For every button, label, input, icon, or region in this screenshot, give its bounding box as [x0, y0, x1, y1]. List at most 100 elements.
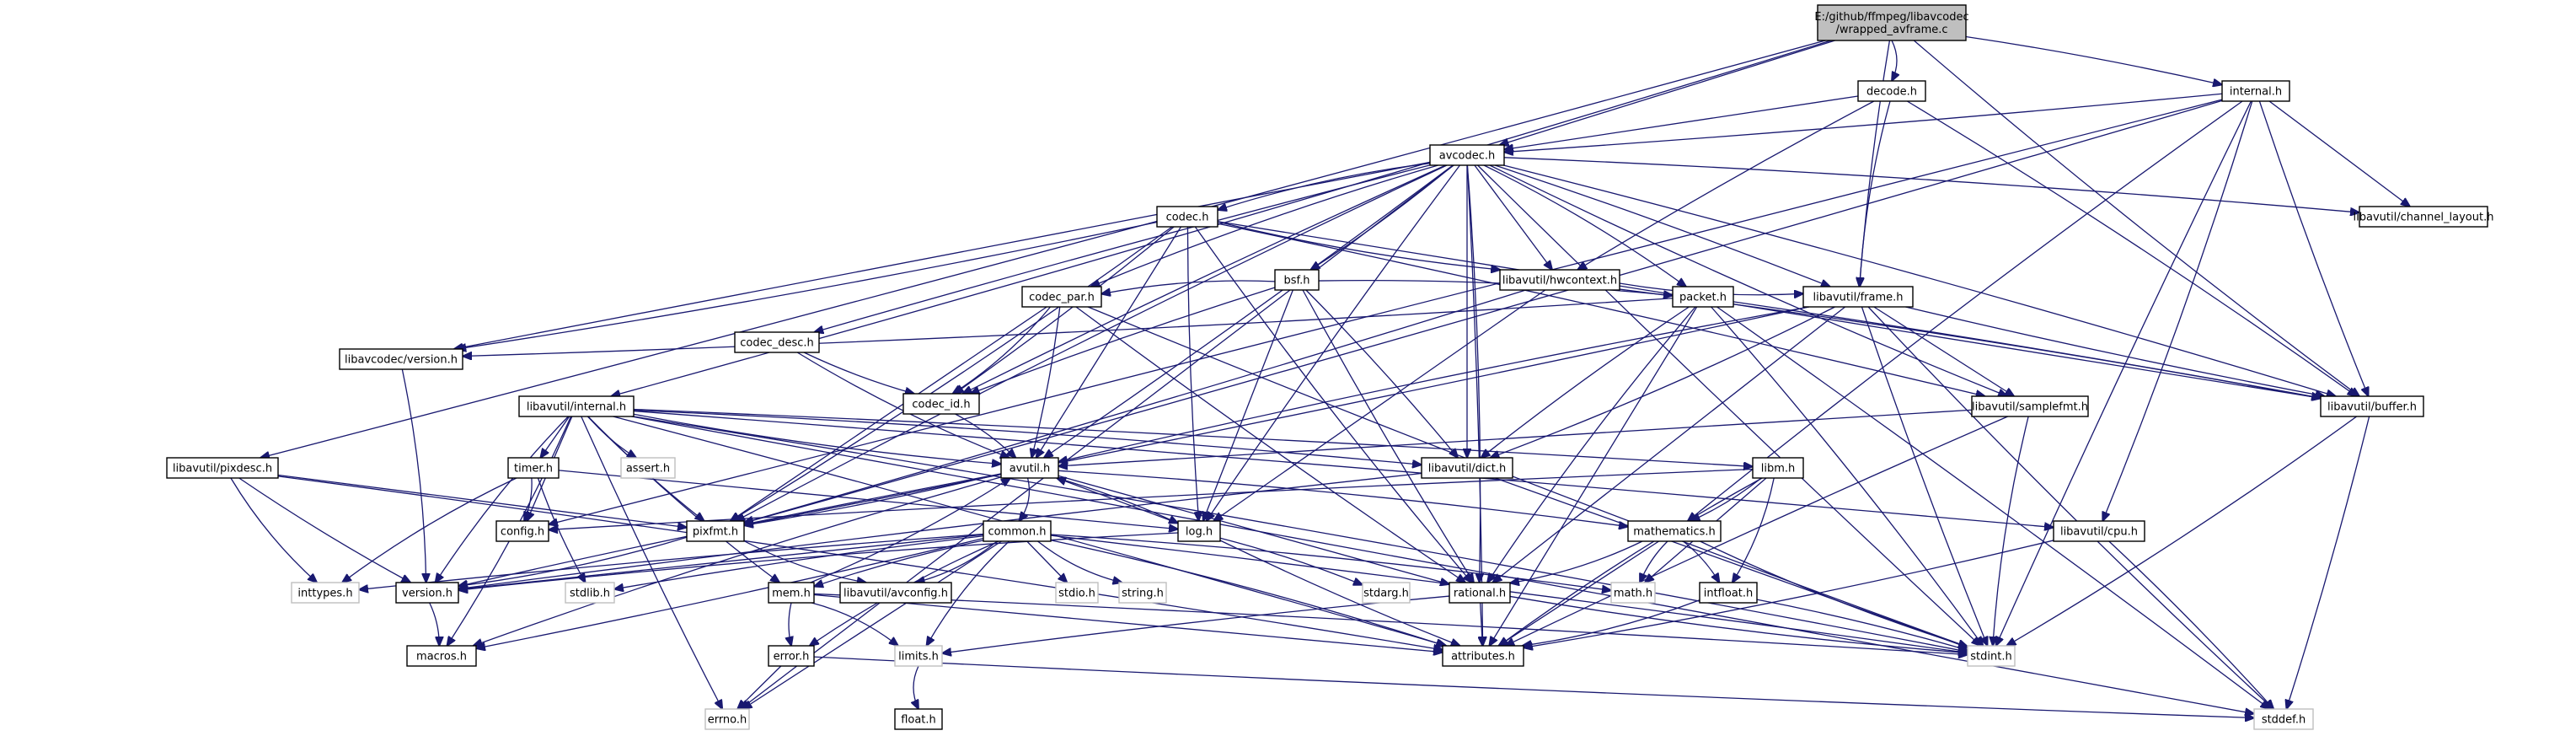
node-math: math.h — [1610, 582, 1656, 604]
edge-common-to-string — [1037, 540, 1122, 583]
node-box — [1055, 582, 1099, 604]
edge-line — [1481, 306, 1690, 458]
node-box — [686, 520, 745, 542]
node-chlayout[interactable]: libavutil/channel_layout.h — [2354, 206, 2494, 228]
edge-line — [1913, 40, 2359, 396]
node-box — [894, 645, 943, 667]
node-intfloat[interactable]: intfloat.h — [1699, 582, 1758, 604]
node-box — [1610, 582, 1656, 604]
edge-libint-to-assert — [587, 416, 636, 458]
node-cpu[interactable]: libavutil/cpu.h — [2053, 520, 2145, 542]
edge-buffer-to-stddef — [2286, 416, 2370, 709]
edge-line — [633, 413, 1001, 464]
edge-packet-to-stdint — [1711, 306, 1984, 646]
edge-line — [1026, 540, 1068, 583]
edge-avcodec-to-stdint — [1477, 164, 1981, 646]
node-avcodec[interactable]: avcodec.h — [1429, 144, 1505, 166]
node-hwcontext[interactable]: libavutil/hwcontext.h — [1499, 269, 1620, 291]
node-mathematics[interactable]: mathematics.h — [1627, 520, 1722, 542]
node-codec_par[interactable]: codec_par.h — [1021, 286, 1102, 308]
edge-line — [814, 164, 1431, 332]
edge-codec-to-avutil — [1036, 226, 1182, 458]
node-libint[interactable]: libavutil/internal.h — [518, 395, 635, 417]
edge-mathematics-to-attributes — [1498, 540, 1659, 646]
node-samplefmt[interactable]: libavutil/samplefmt.h — [1971, 395, 2089, 417]
node-avutil[interactable]: avutil.h — [1000, 457, 1059, 479]
node-internal[interactable]: internal.h — [2221, 80, 2290, 102]
edge-decode-to-hwcontext — [1577, 100, 1875, 270]
node-libm[interactable]: libm.h — [1752, 457, 1804, 479]
node-floath[interactable]: float.h — [894, 708, 943, 730]
node-macros[interactable]: macros.h — [406, 645, 477, 667]
node-codec[interactable]: codec.h — [1156, 206, 1218, 228]
edge-avcodec-to-rational — [1466, 164, 1480, 583]
node-label: log.h — [1186, 526, 1213, 539]
node-common[interactable]: common.h — [983, 520, 1052, 542]
edge-bsf-to-codec_par — [1101, 280, 1276, 294]
edge-pixdesc-to-inttypes — [230, 477, 317, 583]
node-avconfig[interactable]: libavutil/avconfig.h — [839, 582, 952, 604]
edge-line — [1510, 540, 1643, 583]
edge-log-to-version2 — [458, 532, 1179, 590]
node-label: intfloat.h — [1704, 588, 1754, 600]
node-label: rational.h — [1454, 588, 1506, 600]
node-box — [1857, 80, 1926, 102]
edge-line — [458, 472, 1422, 588]
node-dict[interactable]: libavutil/dict.h — [1421, 457, 1513, 479]
node-mem[interactable]: mem.h — [768, 582, 815, 604]
edge-avcodec-to-avutil — [1044, 164, 1454, 458]
node-bsf[interactable]: bsf.h — [1274, 269, 1320, 291]
node-config[interactable]: config.h — [495, 520, 549, 542]
edge-line — [1057, 478, 1179, 524]
node-attributes[interactable]: attributes.h — [1442, 645, 1524, 667]
edge-avcodec-to-version — [454, 161, 1431, 349]
node-frame[interactable]: libavutil/frame.h — [1802, 286, 1914, 308]
node-box — [1752, 457, 1804, 479]
edge-timer-to-stdlib — [537, 477, 585, 583]
node-packet[interactable]: packet.h — [1672, 286, 1734, 308]
node-label: /wrapped_avframe.c — [1835, 24, 1947, 36]
node-pixdesc[interactable]: libavutil/pixdesc.h — [166, 457, 279, 479]
node-rational[interactable]: rational.h — [1449, 582, 1511, 604]
node-errno: errno.h — [704, 708, 750, 730]
edge-line — [1492, 306, 1846, 583]
edge-line — [524, 477, 533, 521]
edge-line — [549, 99, 2223, 524]
node-log[interactable]: log.h — [1177, 520, 1221, 542]
edge-line — [537, 477, 585, 583]
edge-line — [1058, 475, 1449, 584]
node-box — [983, 520, 1052, 542]
node-label: assert.h — [626, 463, 670, 475]
node-version[interactable]: libavcodec/version.h — [339, 348, 463, 370]
node-box — [1971, 395, 2089, 417]
node-label: libavutil/internal.h — [527, 401, 626, 414]
node-codec_desc[interactable]: codec_desc.h — [734, 331, 820, 353]
edge-codec_desc-to-avutil — [796, 352, 1010, 458]
node-box — [902, 393, 980, 415]
node-error[interactable]: error.h — [768, 645, 815, 667]
edge-line — [1466, 164, 1482, 646]
node-label: E:/github/ffmpeg/libavcodec — [1814, 11, 1968, 24]
edge-internal-to-cpu — [2102, 100, 2253, 521]
node-root[interactable]: E:/github/ffmpeg/libavcodec/wrapped_avfr… — [1814, 4, 1969, 41]
node-version2[interactable]: version.h — [395, 582, 459, 604]
edge-bsf-to-codec_id — [970, 287, 1276, 394]
edge-line — [737, 665, 782, 709]
node-decode[interactable]: decode.h — [1857, 80, 1926, 102]
edge-line — [1861, 306, 1987, 646]
node-label: stdio.h — [1058, 588, 1095, 600]
node-box — [1000, 457, 1059, 479]
node-timer[interactable]: timer.h — [507, 457, 560, 479]
edge-line — [260, 40, 1826, 458]
node-buffer[interactable]: libavutil/buffer.h — [2320, 395, 2424, 417]
node-label: mathematics.h — [1633, 526, 1716, 539]
node-codec_id[interactable]: codec_id.h — [902, 393, 980, 415]
edge-line — [1058, 306, 1810, 462]
node-label: stdarg.h — [1363, 588, 1409, 600]
edge-limits-to-floath — [913, 665, 918, 709]
edge-line — [1504, 93, 2223, 152]
edge-line — [744, 473, 1002, 525]
edge-error-to-stddef — [813, 656, 2254, 717]
node-pixfmt[interactable]: pixfmt.h — [686, 520, 745, 542]
edge-line — [1577, 100, 1875, 270]
